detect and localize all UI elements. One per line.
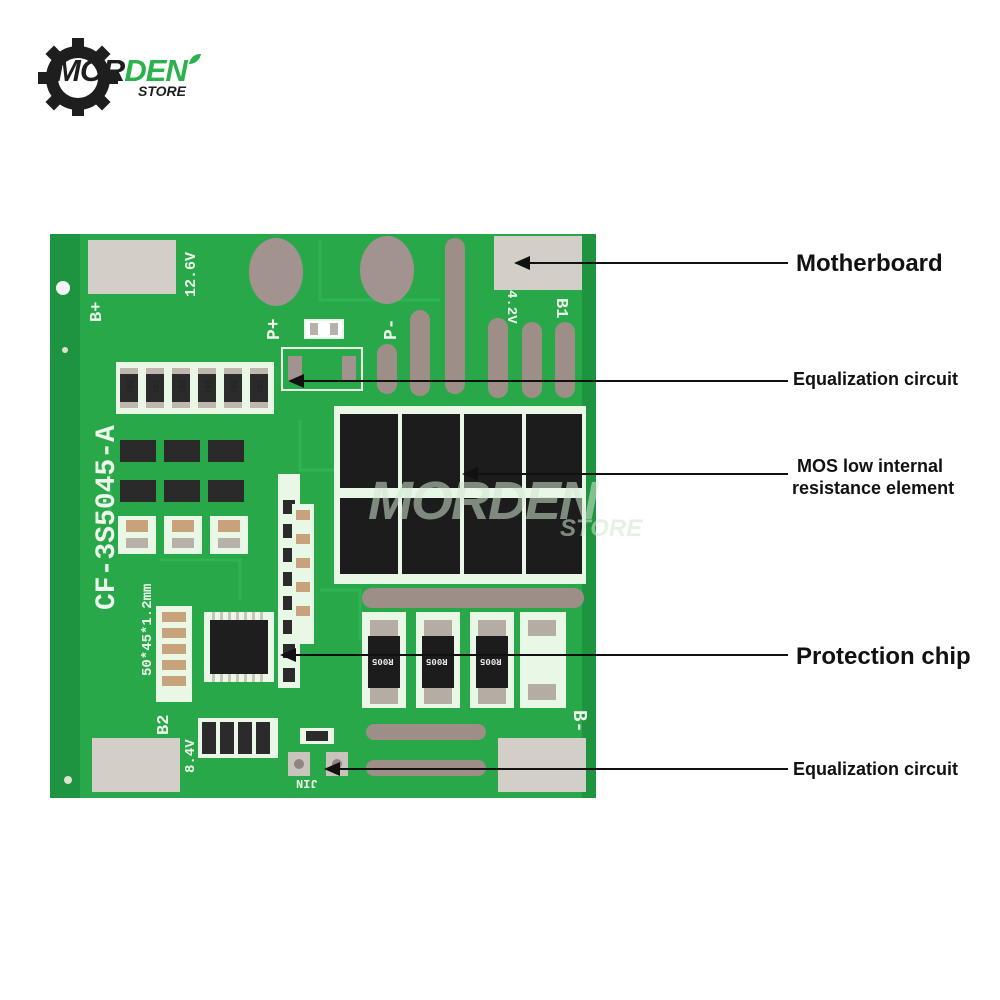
label-jin: JIN xyxy=(296,776,318,790)
resistor-marking: 201 xyxy=(254,379,264,394)
brand-logo xyxy=(36,36,216,116)
watermark-subtitle: STORE xyxy=(560,515,643,542)
callout-motherboard: Motherboard xyxy=(796,250,943,277)
small-transistors xyxy=(120,440,244,502)
watermark: MORDEN xyxy=(368,471,598,531)
gear-icon xyxy=(38,38,118,116)
logo-wordmark: MORDEN xyxy=(55,53,188,88)
shunt-marking: R005 xyxy=(426,656,448,666)
board-dimensions-label: 50*45*1.2mm xyxy=(140,583,156,676)
resistor-column xyxy=(278,474,314,688)
label-12-6v: 12.6V xyxy=(183,251,200,297)
callout-mos-line2: resistance element xyxy=(792,478,955,498)
capacitor-column xyxy=(156,606,192,702)
label-b2: B2 xyxy=(155,714,174,735)
mosfet-array xyxy=(334,406,586,584)
pad-b2 xyxy=(92,738,180,792)
callout-equalization-bottom: Equalization circuit xyxy=(793,759,959,779)
shunt-marking: R005 xyxy=(372,656,394,666)
callout-mos-line1: MOS low internal xyxy=(797,456,944,476)
callout-lines xyxy=(286,262,788,770)
equalization-resistors-top xyxy=(116,362,274,414)
pad-p-plus xyxy=(249,238,303,306)
resistor-marking: 201 xyxy=(176,379,186,394)
label-b1: B1 xyxy=(551,298,570,319)
label-4-2v: 4.2V xyxy=(503,290,519,324)
shunt-resistors xyxy=(362,612,566,708)
pad-p-minus xyxy=(360,236,414,304)
callout-protection-chip: Protection chip xyxy=(796,643,971,670)
resistor-marking: 201 xyxy=(150,379,160,394)
label-b-minus: B- xyxy=(568,710,590,733)
mounting-hole xyxy=(56,281,70,295)
pad-b-minus xyxy=(498,738,586,792)
label-8-4v: 8.4V xyxy=(183,739,199,773)
board-model-label: CF-3S5045-A xyxy=(92,425,123,610)
label-p-plus: P+ xyxy=(265,318,285,340)
label-b-plus: B+ xyxy=(88,301,107,322)
resistor-marking: 201 xyxy=(202,379,212,394)
resistor-marking: 201 xyxy=(228,379,238,394)
resistor-marking: 201 xyxy=(124,379,134,394)
pad-b-plus xyxy=(88,240,176,294)
leaf-icon xyxy=(189,54,201,64)
callout-equalization-top: Equalization circuit xyxy=(793,369,959,389)
shunt-marking: R005 xyxy=(480,656,502,666)
protection-chip xyxy=(204,612,274,682)
logo-subtitle: STORE xyxy=(138,83,186,99)
label-p-minus: P- xyxy=(382,318,402,340)
